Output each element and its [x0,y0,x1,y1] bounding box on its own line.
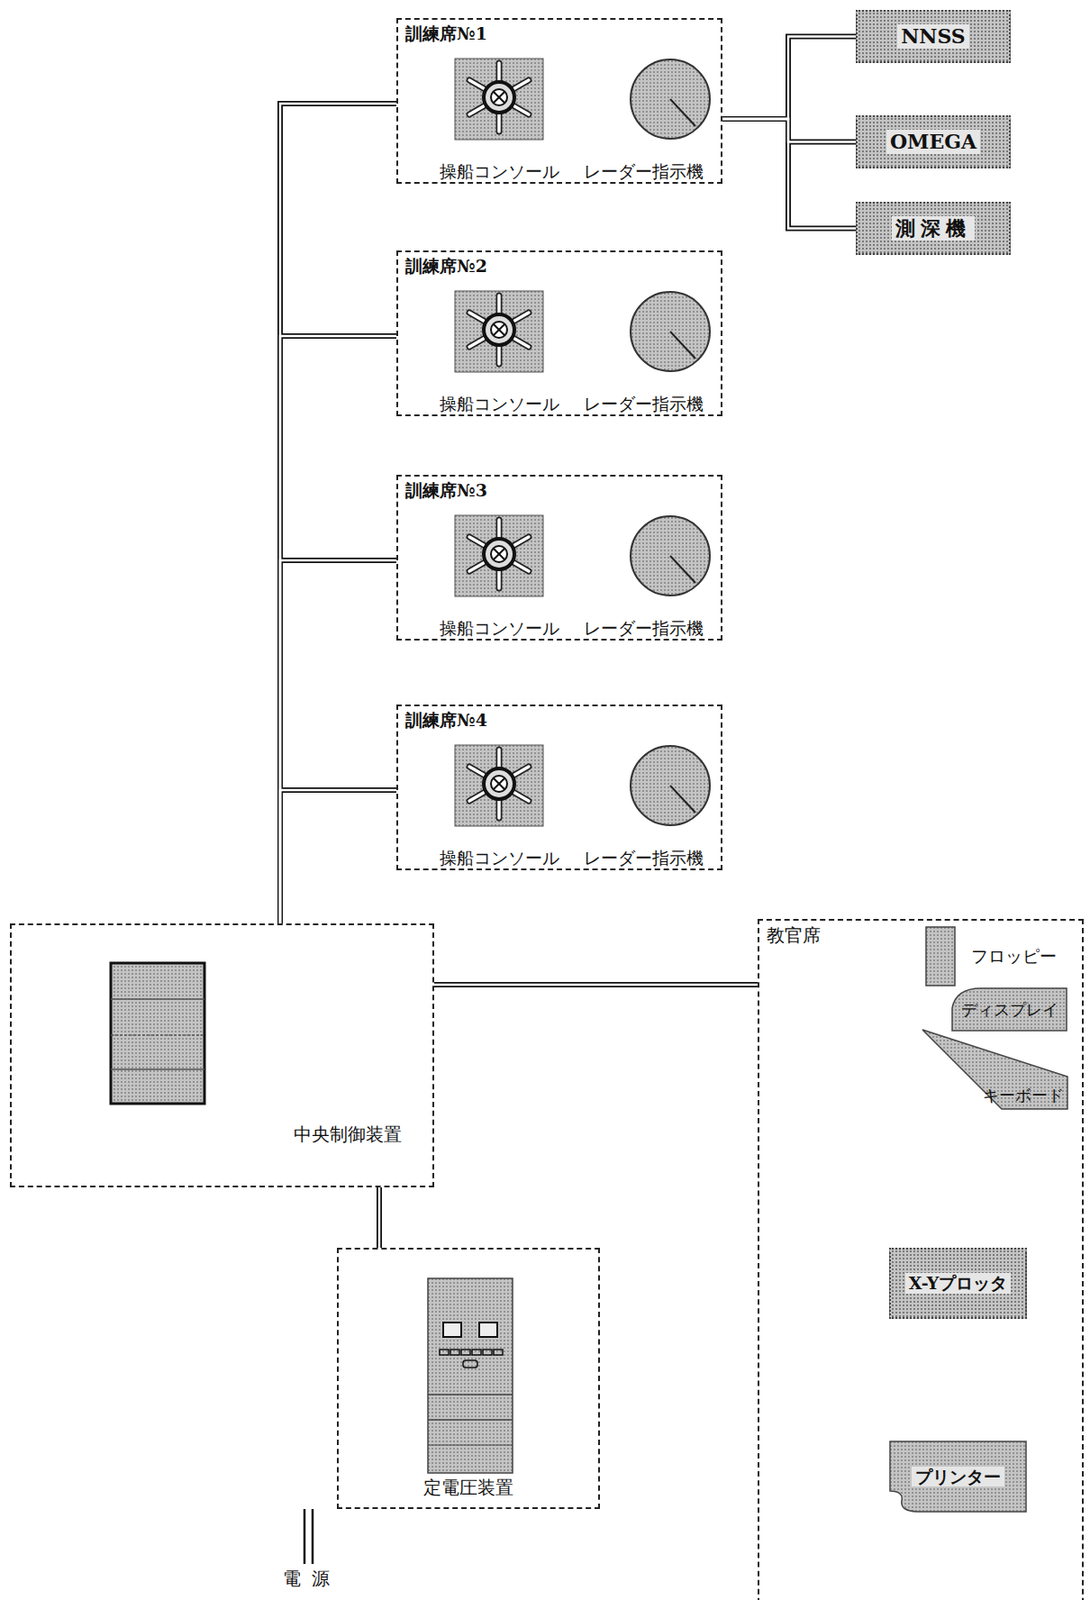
central-control-unit: 中央制御装置 [9,923,435,1188]
double-line-cable [379,1187,381,1248]
power-source-label: 電源 [282,1567,341,1590]
double-line-cable [280,336,397,924]
cable-outline [280,103,397,924]
voltage-regulator: 定電圧装置 [336,1247,600,1509]
box-heading: 訓練席№3 [405,480,488,501]
radar-scope-icon [626,288,714,375]
printer-unit: プリンター [889,1440,1027,1513]
helm-console: 操船コンソール [430,740,568,869]
cable-core [280,790,397,924]
cable-outline [280,336,397,924]
sensor-box: 測深機 [855,201,1011,255]
cable-outline [722,118,856,229]
helm-console: 操船コンソール [430,286,568,415]
box-heading: 教官席 [766,924,821,946]
box-heading: 定電圧装置 [423,1476,514,1499]
cable-core [722,36,856,120]
node-label: キーボード [982,1085,1064,1106]
node-label: レーダー指示機 [583,161,704,182]
helm-wheel-icon [454,514,545,598]
double-line-cable [722,36,856,120]
instructor-seat-box: フロッピーディスプレイキーボード X-Yプロッタプリンター 教官席 [757,918,1084,1600]
cable-outline [722,36,856,120]
node-label: 操船コンソール [439,617,560,639]
box-heading: 中央制御装置 [293,1123,402,1145]
node-label: レーダー指示機 [583,847,704,869]
node-label: 操船コンソール [439,847,560,869]
node-label: フロッピー [971,945,1057,967]
trainee-seat-box: 操船コンソール レーダー指示機 訓練席№4 [396,704,723,871]
cable-outline [280,560,397,924]
cable-outline [376,1187,382,1248]
double-line-cable [280,560,397,924]
cable-core [722,118,856,229]
cable-core [378,1187,381,1248]
node-label: プリンター [911,1466,1005,1488]
trainee-seat-box: 操船コンソール レーダー指示機 訓練席№3 [396,474,723,641]
cable-core [280,560,397,924]
node-label: レーダー指示機 [583,393,704,415]
helm-wheel-icon [454,744,545,827]
node-label: 操船コンソール [439,393,560,415]
display-unit: ディスプレイ [950,986,1069,1033]
control-rack-icon [109,961,207,1106]
box-heading: 訓練席№2 [405,255,488,277]
sensor-box: NNSS [855,9,1011,64]
keyboard-unit: キーボード [920,1027,1070,1111]
trainee-seat-box: 操船コンソール レーダー指示機 訓練席№1 [396,18,723,184]
node-label: NNSS [897,24,970,48]
node-label: 測深機 [891,216,975,240]
helm-console: 操船コンソール [430,54,568,182]
radar-indicator: レーダー指示機 [569,286,718,415]
node-label: OMEGA [886,129,981,154]
regulator-cabinet-icon [426,1277,514,1474]
floppy-drive-icon [925,926,956,987]
box-heading: 訓練席№4 [405,709,488,731]
radar-indicator: レーダー指示機 [569,740,718,869]
radar-scope-icon [626,512,714,600]
double-line-cable [280,790,397,924]
double-line-cable [722,118,856,229]
node-label: 操船コンソール [439,161,560,182]
radar-indicator: レーダー指示機 [569,54,718,182]
power-feed-wire [304,1508,313,1564]
sensor-box: OMEGA [855,115,1011,169]
radar-indicator: レーダー指示機 [569,510,718,639]
node-label: X-Yプロッタ [905,1272,1011,1294]
cable-core [280,336,397,924]
double-line-cable [280,103,397,924]
cable-outline [434,981,758,988]
radar-scope-icon [626,742,714,829]
radar-scope-icon [626,55,714,143]
floppy-drive: フロッピー [925,926,1061,987]
cable-outline [280,790,397,924]
node-label: ディスプレイ [961,999,1059,1020]
cable-core [280,103,397,924]
trainee-seat-box: 操船コンソール レーダー指示機 訓練席№2 [396,250,723,417]
helm-wheel-icon [454,290,545,373]
box-heading: 訓練席№1 [405,23,488,45]
double-line-cable [434,984,758,986]
cable-core [434,983,758,986]
node-label: レーダー指示機 [583,617,704,639]
helm-console: 操船コンソール [430,510,568,639]
xy-plotter: X-Yプロッタ [889,1247,1027,1319]
helm-wheel-icon [454,57,545,141]
